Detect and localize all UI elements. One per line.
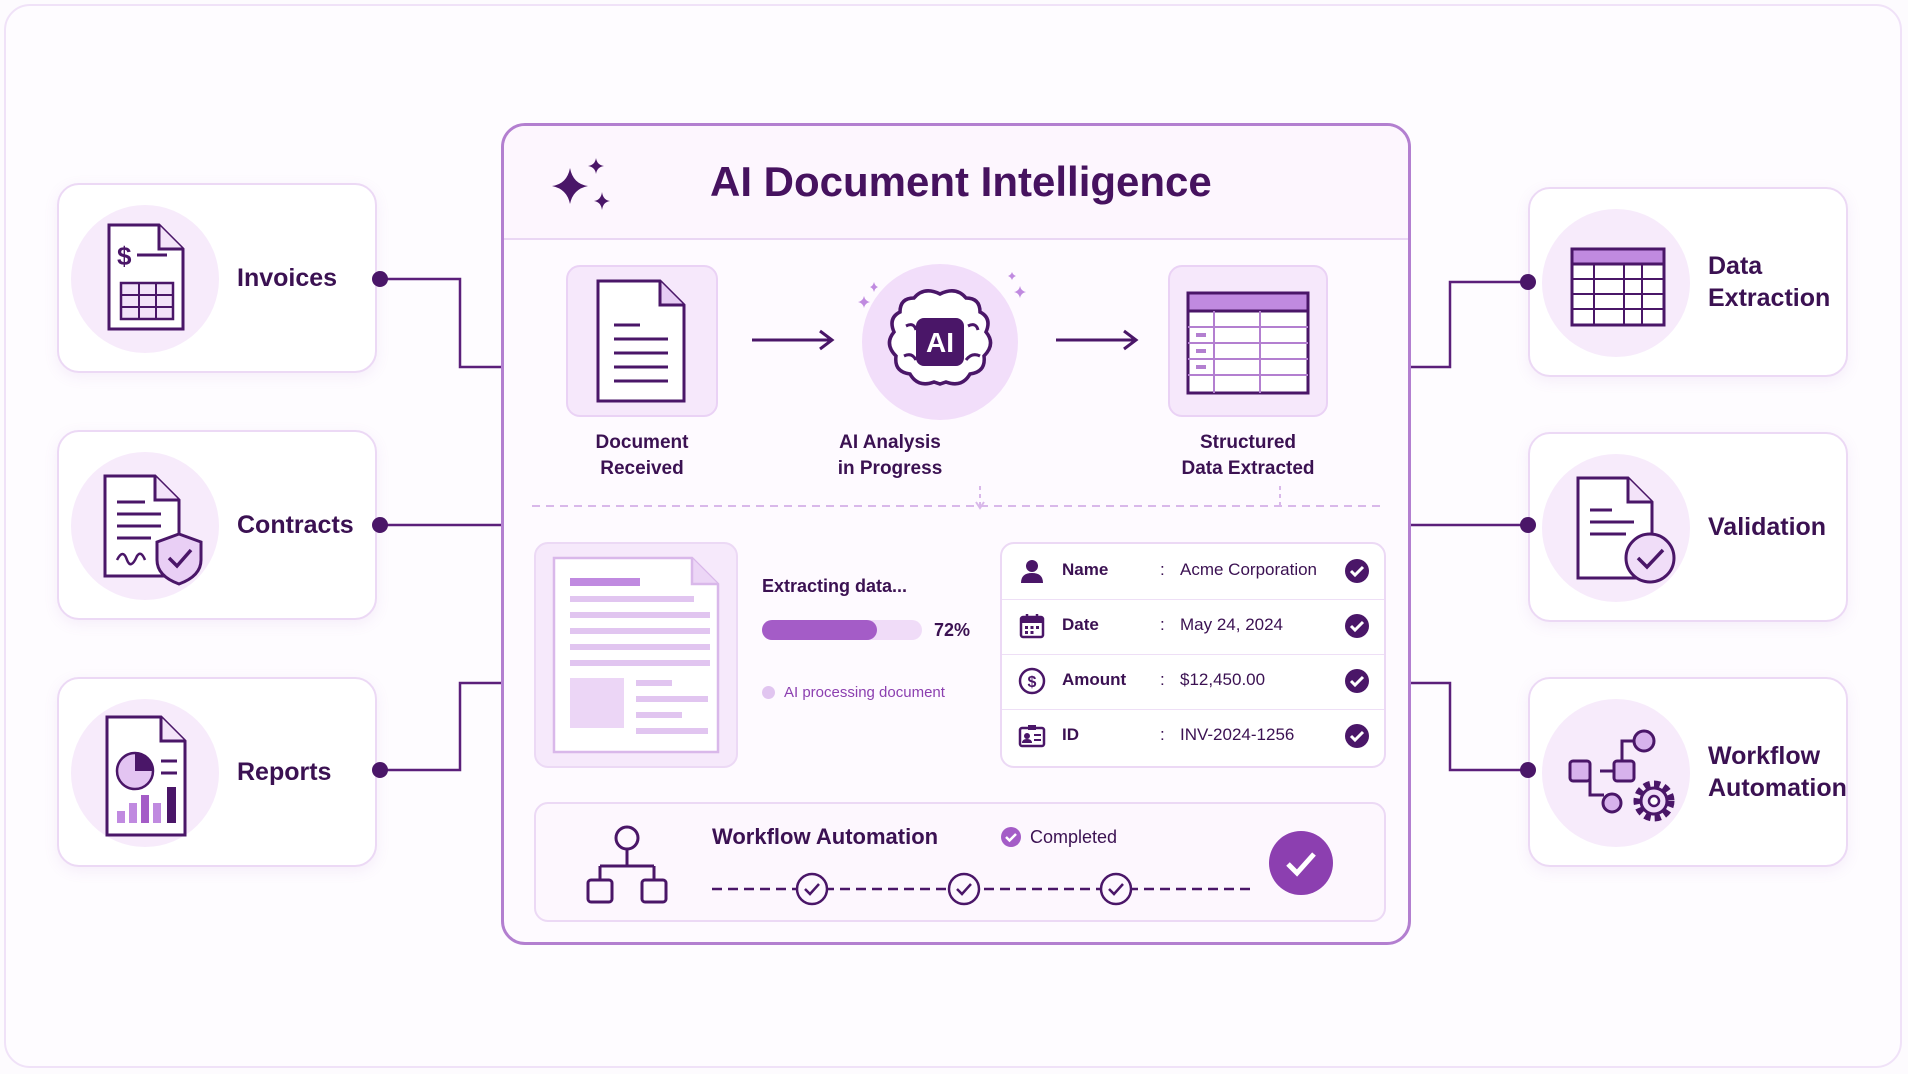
card-label: Reports [237, 758, 332, 786]
main-header: AI Document Intelligence [504, 126, 1408, 240]
processing-note-text: AI processing document [784, 684, 945, 701]
workflow-progress-track [712, 872, 1252, 906]
sparkle-icon [552, 158, 610, 210]
document-icon [596, 279, 686, 403]
extracted-fields: Name : Acme Corporation Date : May 24, 2… [1000, 542, 1386, 768]
card-label: Contracts [237, 511, 354, 539]
card-contracts[interactable]: Contracts [57, 430, 377, 620]
card-invoices[interactable]: $ Invoices [57, 183, 377, 373]
card-label: Data Extraction [1708, 252, 1831, 312]
connector-dot [1520, 274, 1536, 290]
page-title: AI Document Intelligence [710, 158, 1212, 205]
report-icon [71, 699, 219, 847]
connector-dot [1520, 762, 1536, 778]
dollar-icon: $ [1018, 667, 1046, 695]
workflow-panel: Workflow Automation Completed [534, 802, 1386, 922]
status-dot [762, 686, 775, 699]
card-data-extraction[interactable]: Data Extraction [1528, 187, 1848, 377]
invoice-icon: $ [71, 205, 219, 353]
connector-dot [1520, 517, 1536, 533]
arrow-right-icon [1056, 329, 1139, 351]
dashed-divider [532, 486, 1382, 510]
svg-text:AI: AI [926, 327, 954, 358]
svg-text:$: $ [1028, 674, 1037, 691]
table-icon [1186, 291, 1310, 395]
workflow-status-text: Completed [1030, 826, 1118, 847]
connector-dot [372, 517, 388, 533]
progress-bar [762, 620, 922, 640]
field-key: ID [1062, 725, 1079, 744]
ai-brain-icon: AI [858, 264, 1026, 420]
field-key: Amount [1062, 670, 1127, 689]
document-preview [534, 542, 738, 768]
card-label: Workflow Automation [1708, 742, 1847, 802]
connector-dot [372, 762, 388, 778]
card-label: Invoices [237, 264, 338, 292]
field-row-name: Name : Acme Corporation [1002, 544, 1384, 600]
calendar-icon [1019, 614, 1045, 639]
card-reports[interactable]: Reports [57, 677, 377, 867]
completed-check-icon [1269, 831, 1333, 895]
field-row-id: ID : INV-2024-1256 [1002, 709, 1384, 764]
org-chart-icon [586, 825, 668, 904]
check-circle-icon [1345, 559, 1369, 583]
check-circle-icon [1001, 827, 1021, 847]
document-preview-icon [552, 556, 720, 754]
field-row-amount: $ Amount : $12,450.00 [1002, 654, 1384, 710]
card-validation[interactable]: Validation [1528, 432, 1848, 622]
table-icon [1542, 209, 1690, 357]
field-value: Acme Corporation [1180, 560, 1318, 579]
progress-label: 72% [934, 620, 971, 640]
check-circle-icon [1345, 669, 1369, 693]
progress-fill [762, 620, 878, 640]
workflow-status: Completed [1000, 826, 1117, 848]
svg-text:$: $ [117, 241, 132, 271]
field-separator: : [1160, 670, 1165, 689]
step-label: AI Analysis in Progress [837, 432, 943, 479]
main-panel: AI Document Intelligence Document Receiv… [501, 123, 1411, 945]
field-value: $12,450.00 [1180, 670, 1266, 689]
person-icon [1021, 560, 1043, 583]
arrow-right-icon [752, 329, 835, 351]
card-workflow-automation[interactable]: Workflow Automation [1528, 677, 1848, 867]
extraction-status: Extracting data... [762, 576, 908, 596]
field-value: May 24, 2024 [1180, 615, 1284, 634]
step-label: Document Received [595, 432, 689, 479]
workflow-title: Workflow Automation [712, 824, 939, 849]
card-label: Validation [1708, 513, 1827, 541]
check-circle-icon [1345, 614, 1369, 638]
contract-icon [71, 452, 219, 600]
processing-note: AI processing document [762, 684, 945, 701]
connector-dot [372, 271, 388, 287]
field-separator: : [1160, 615, 1165, 634]
field-row-date: Date : May 24, 2024 [1002, 599, 1384, 655]
workflow-icon [1542, 699, 1690, 847]
field-key: Date [1062, 615, 1099, 634]
field-value: INV-2024-1256 [1180, 725, 1295, 744]
field-separator: : [1160, 560, 1165, 579]
field-key: Name [1062, 560, 1109, 579]
step-structured-data [1168, 265, 1328, 417]
step-document-received [566, 265, 718, 417]
step-label: Structured Data Extracted [1181, 432, 1315, 479]
id-card-icon [1018, 725, 1046, 748]
field-separator: : [1160, 725, 1165, 744]
validation-icon [1542, 454, 1690, 602]
check-circle-icon [1345, 724, 1369, 748]
